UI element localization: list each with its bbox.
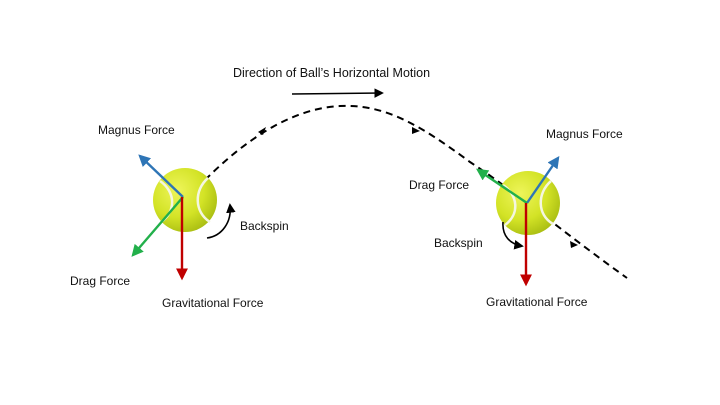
right-gravity-label: Gravitational Force <box>486 295 588 309</box>
left-backspin-label: Backspin <box>240 219 289 233</box>
left-drag-arrow <box>131 196 184 257</box>
trajectory-arrowhead <box>258 127 266 135</box>
right-magnus-arrow <box>526 156 560 204</box>
left-gravity-label: Gravitational Force <box>162 296 264 310</box>
horizontal-motion-label: Direction of Ball’s Horizontal Motion <box>233 66 431 80</box>
trajectory-arrowhead <box>570 241 578 248</box>
left-magnus-label: Magnus Force <box>98 123 175 137</box>
left-drag-label: Drag Force <box>70 274 131 288</box>
trajectory-arrowhead <box>412 127 420 134</box>
left-backspin-arrow <box>206 203 236 239</box>
right-backspin-label: Backspin <box>434 236 483 250</box>
right-drag-arrow <box>476 168 528 204</box>
right-magnus-label: Magnus Force <box>546 127 623 141</box>
left-magnus-arrow <box>138 154 184 198</box>
right-drag-label: Drag Force <box>409 178 470 192</box>
horizontal-motion-arrow <box>291 88 384 98</box>
right-backspin-arrow <box>502 221 524 250</box>
